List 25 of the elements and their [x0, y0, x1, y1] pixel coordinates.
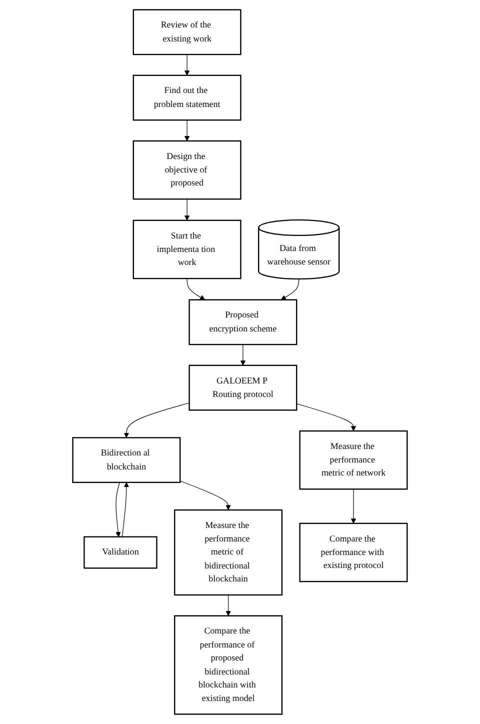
arrow — [184, 54, 190, 76]
arrow — [296, 403, 356, 432]
arrow — [180, 480, 231, 510]
arrow — [240, 344, 246, 366]
arrow — [184, 198, 190, 221]
node-box: Compare the performance with existing protocol — [299, 522, 408, 582]
node-box: Review of the existing work — [132, 9, 242, 56]
node-box: Start the implementa tion work — [132, 220, 242, 280]
node-box: GALOEEM P Routing protocol — [188, 364, 298, 411]
arrow — [116, 482, 121, 538]
node-box: Compare the performance of proposed bidirectional blockchain with existing model — [174, 615, 283, 715]
node-box: Bidirection al blockchain — [72, 437, 181, 484]
arrow — [280, 278, 300, 300]
arrow — [184, 120, 190, 142]
node-box: Measure the performance metric of network — [299, 430, 408, 490]
arrow — [124, 402, 190, 438]
arrow — [226, 594, 231, 616]
arrow — [350, 488, 356, 524]
arrow — [186, 278, 206, 300]
node-box: Find out the problem statement — [132, 74, 242, 121]
node-box: Measure the performance metric of bidirectional blockchain — [174, 509, 283, 596]
node-box: Design the objective of proposed — [132, 140, 242, 200]
node-box: Proposed encryption scheme — [188, 299, 298, 346]
arrow — [122, 482, 130, 538]
node-box: Validation — [84, 536, 158, 569]
